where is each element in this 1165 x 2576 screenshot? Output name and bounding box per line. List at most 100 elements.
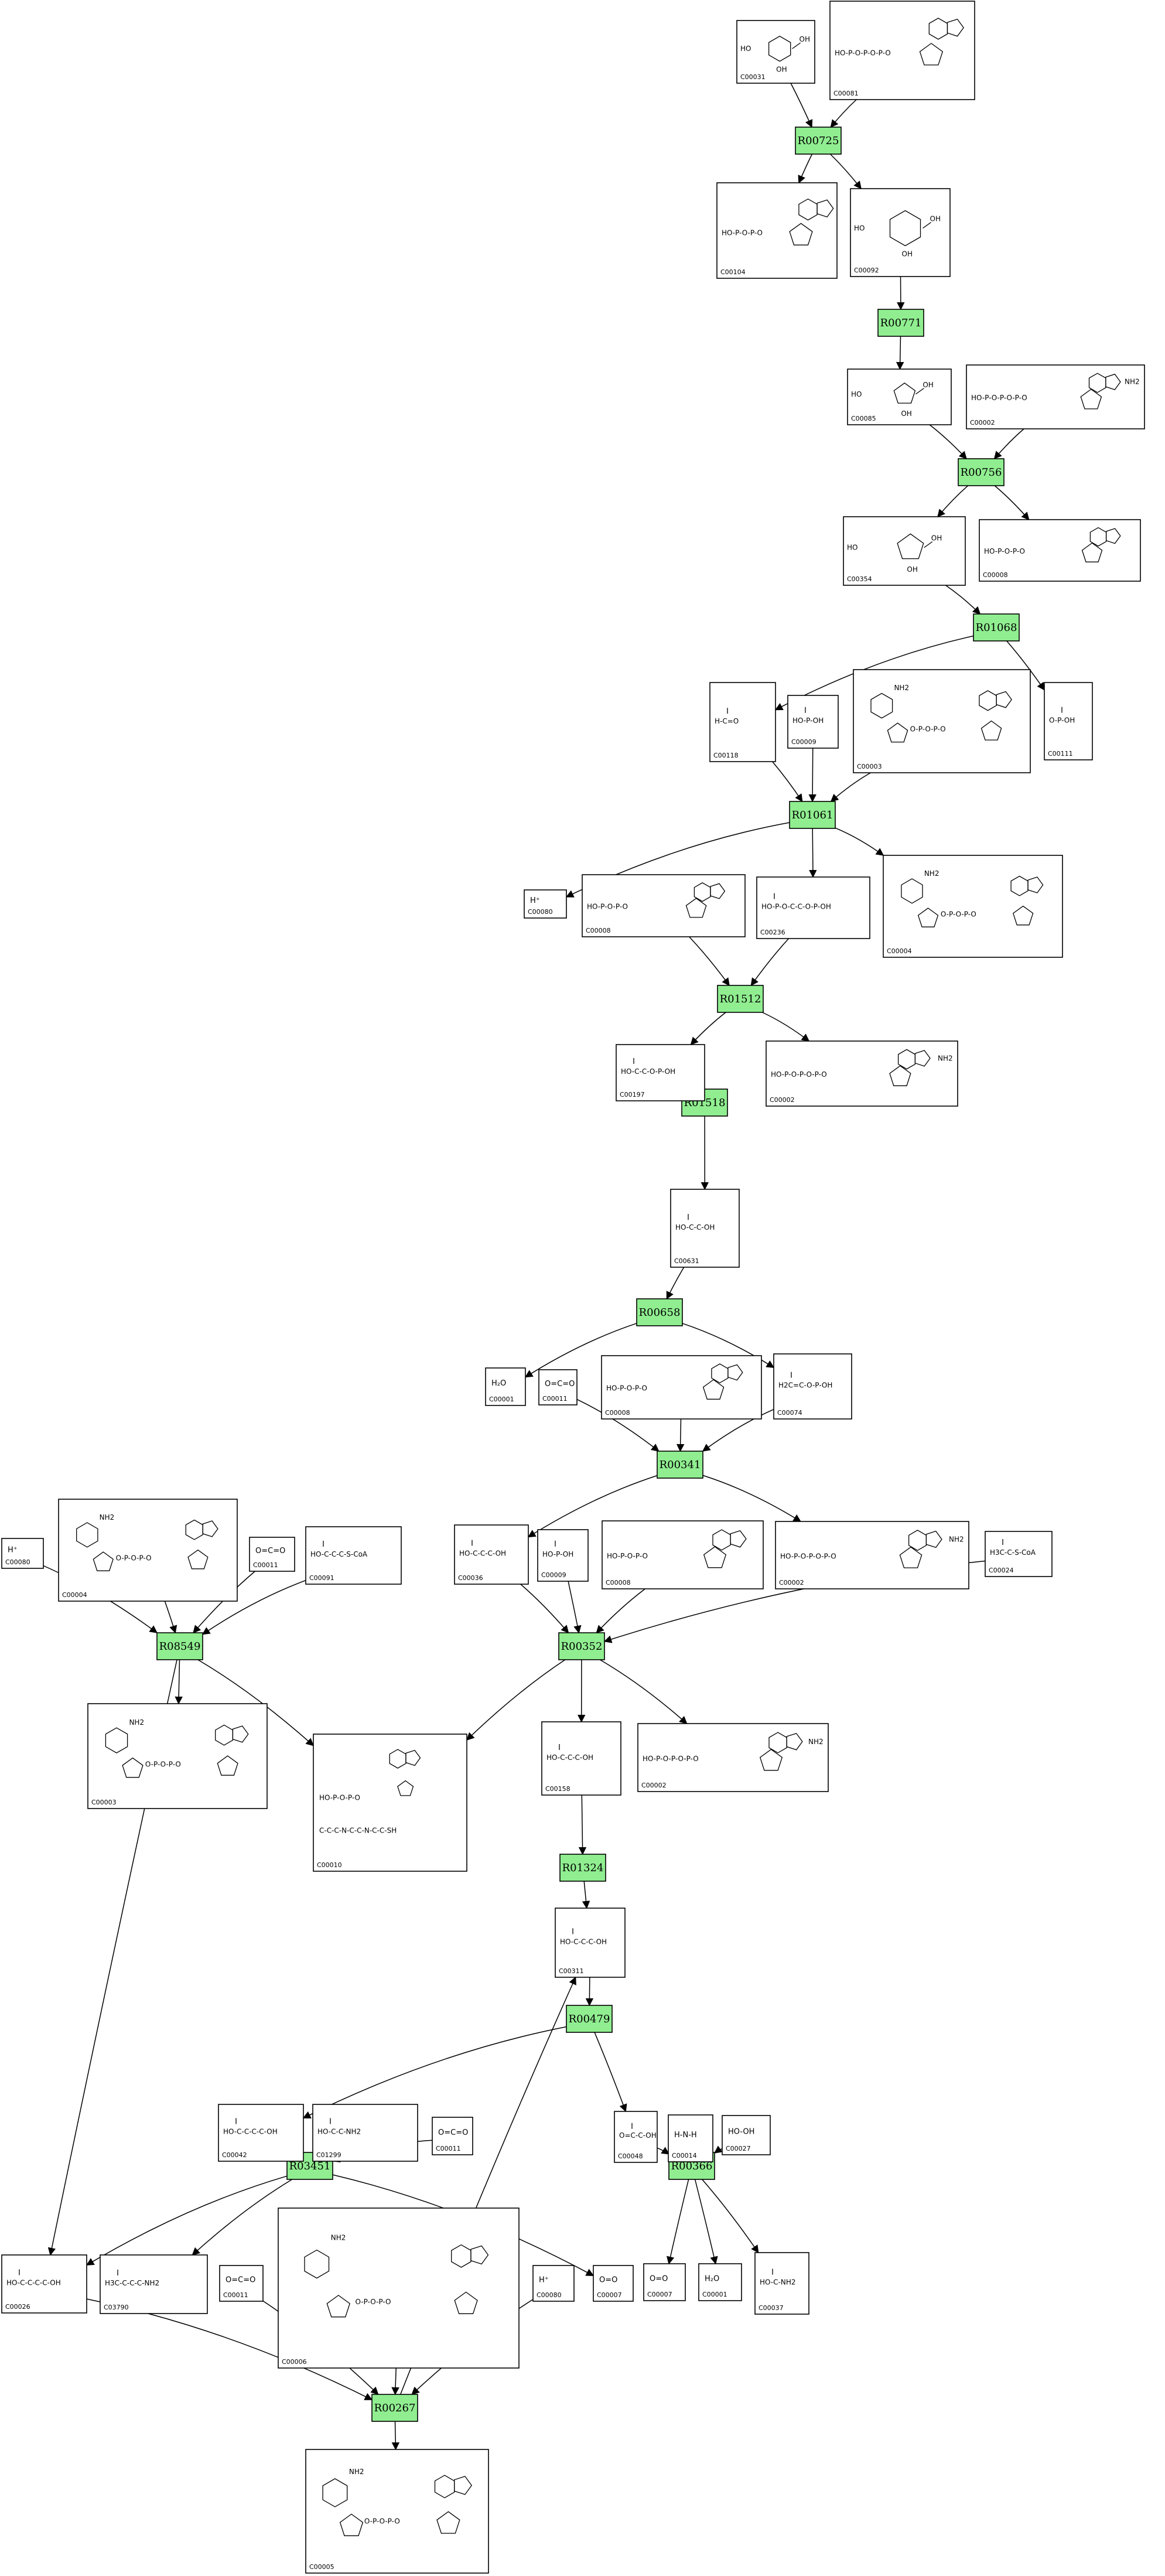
compound-node-C00080[interactable]: H⁺C00080 bbox=[532, 2265, 575, 2302]
reaction-node-R00341[interactable]: R00341 bbox=[657, 1451, 703, 1479]
ring-bond bbox=[202, 1520, 218, 1537]
reaction-node-R01061[interactable]: R01061 bbox=[789, 801, 836, 829]
reaction-node-R00479[interactable]: R00479 bbox=[566, 2005, 613, 2033]
compound-id-label: C00048 bbox=[618, 2152, 643, 2160]
edge-c9b-to-R00352 bbox=[568, 1581, 582, 1634]
reaction-node-R00725[interactable]: R00725 bbox=[795, 127, 842, 155]
reaction-node-R00771[interactable]: R00771 bbox=[877, 309, 924, 337]
ring-bond bbox=[899, 1546, 923, 1568]
compound-box bbox=[312, 2104, 418, 2162]
reaction-box bbox=[371, 2394, 418, 2422]
reaction-node-R00267[interactable]: R00267 bbox=[371, 2394, 418, 2422]
compound-id-label: C00158 bbox=[545, 1785, 570, 1793]
reaction-node-R00658[interactable]: R00658 bbox=[636, 1298, 683, 1326]
structure-drawing: H3C-C-C-C-NH2 bbox=[105, 2270, 159, 2287]
compound-id-label: C00311 bbox=[559, 1967, 584, 1975]
compound-id-label: C00011 bbox=[223, 2291, 248, 2299]
compound-id-label: C00007 bbox=[597, 2291, 622, 2299]
compound-box bbox=[883, 855, 1063, 958]
compound-node-C00007[interactable]: O=O C00007 bbox=[593, 2265, 634, 2302]
structure-drawing: HO-P-OH bbox=[542, 1540, 573, 1558]
structure-drawing: HO-P-O-C-C-O-P-OH bbox=[761, 893, 831, 911]
formula-text: H⁺ bbox=[8, 1546, 18, 1555]
ring-bond bbox=[889, 1065, 911, 1086]
structure-drawing: O=C=O bbox=[545, 1380, 575, 1388]
reaction-node-R00756[interactable]: R00756 bbox=[958, 458, 1005, 486]
formula-text: HO-OH bbox=[728, 2128, 754, 2137]
reaction-node-R01068[interactable]: R01068 bbox=[973, 613, 1020, 642]
edge-R03451-to-c3790 bbox=[192, 2179, 293, 2256]
reaction-node-R00352[interactable]: R00352 bbox=[558, 1632, 605, 1660]
compound-node-C00080[interactable]: H⁺C00080 bbox=[1, 1538, 44, 1569]
ring-bond bbox=[919, 43, 944, 66]
reaction-label: R00771 bbox=[880, 317, 922, 329]
edge-R00658-to-c74 bbox=[682, 1323, 775, 1369]
reaction-node-R01324[interactable]: R01324 bbox=[559, 1854, 606, 1882]
atom-label: HO bbox=[740, 45, 751, 53]
structure-drawing: O=O bbox=[599, 2276, 617, 2285]
reaction-node-R08549[interactable]: R08549 bbox=[156, 1632, 203, 1660]
compound-node-C00080[interactable]: H⁺C00080 bbox=[524, 889, 567, 919]
compound-id-label: C00008 bbox=[983, 571, 1008, 579]
ring-bond bbox=[917, 907, 939, 927]
atom-label: NH2 bbox=[331, 2234, 346, 2242]
edge-R00366-to-c1b bbox=[694, 2179, 718, 2265]
compound-box bbox=[709, 682, 776, 762]
formula-text: HO-P-O-C-C-O-P-OH bbox=[761, 903, 831, 911]
compound-box bbox=[637, 1723, 829, 1792]
reaction-node-R01512[interactable]: R01512 bbox=[717, 985, 764, 1013]
